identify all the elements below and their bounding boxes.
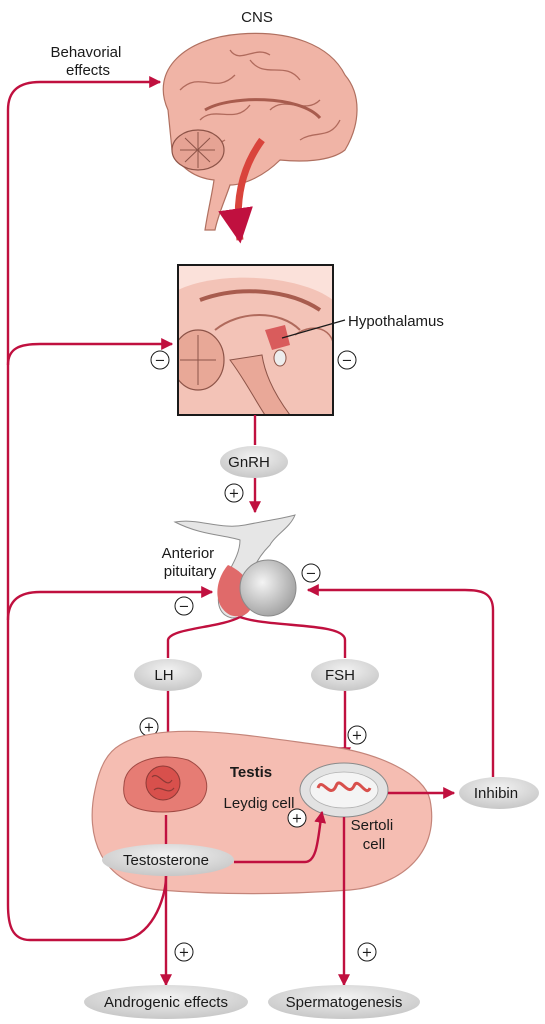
svg-text:−: − [306, 567, 317, 582]
svg-text:−: − [179, 600, 190, 615]
gnrh-pill: GnRH [220, 446, 288, 478]
svg-text:Testosterone: Testosterone [123, 852, 209, 869]
testis-label: Testis [230, 764, 272, 781]
spermatogenesis-pill: Spermatogenesis [268, 985, 420, 1019]
svg-text:LH: LH [154, 667, 173, 684]
svg-text:Androgenic effects: Androgenic effects [104, 994, 228, 1011]
hypothalamus-left-minus-sign: − [151, 351, 169, 369]
testosterone-to-hypothalamus-arrow [8, 344, 172, 365]
hypothalamus-right-minus-sign: − [338, 351, 356, 369]
leydig-cell-label: Leydig cell [224, 795, 295, 812]
testosterone-sertoli-plus-sign: + [288, 809, 306, 827]
inhibin-pill: Inhibin [459, 777, 539, 809]
fsh-pill: FSH [311, 659, 379, 691]
pituitary-right-minus-sign: − [302, 564, 320, 582]
behavioral-effects-label: Behavorial effects [50, 44, 125, 79]
svg-text:+: + [362, 946, 373, 961]
testosterone-pill: Testosterone [102, 844, 234, 876]
pituitary-left-minus-sign: − [175, 597, 193, 615]
svg-text:−: − [155, 354, 166, 369]
svg-text:Inhibin: Inhibin [474, 785, 518, 802]
hypothalamus-label: Hypothalamus [348, 313, 444, 330]
androgenic-effects-pill: Androgenic effects [84, 985, 248, 1019]
fsh-plus-sign: + [348, 726, 366, 744]
sertoli-cell [300, 763, 388, 817]
gnrh-plus-sign: + [225, 484, 243, 502]
spermatogenesis-plus-sign: + [358, 943, 376, 961]
svg-text:FSH: FSH [325, 667, 355, 684]
svg-text:Spermatogenesis: Spermatogenesis [286, 994, 403, 1011]
svg-text:GnRH: GnRH [228, 454, 270, 471]
androgenic-plus-sign: + [175, 943, 193, 961]
svg-text:−: − [342, 354, 353, 369]
svg-text:+: + [352, 729, 363, 744]
anterior-pituitary-label: Anterior pituitary [162, 545, 219, 580]
cns-label: CNS [241, 9, 273, 26]
lh-pill: LH [134, 659, 202, 691]
svg-text:+: + [292, 812, 303, 827]
pituitary-to-lh-line [168, 617, 240, 658]
leydig-cell [124, 757, 207, 812]
hypothalamus-inset [172, 265, 345, 415]
svg-text:+: + [179, 946, 190, 961]
svg-text:+: + [229, 487, 240, 502]
pituitary-to-fsh-line [240, 617, 345, 658]
brain-illustration [163, 33, 357, 230]
